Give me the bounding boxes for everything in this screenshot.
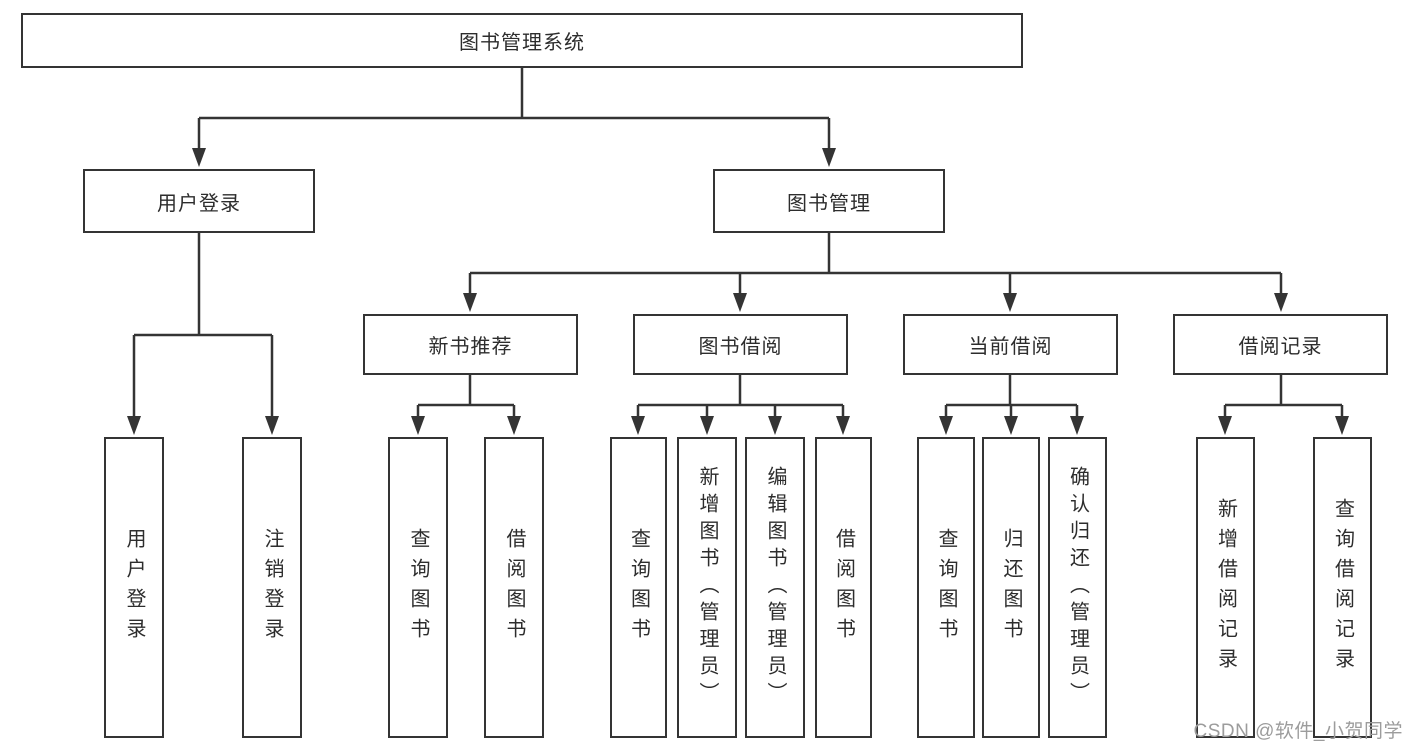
node-book-borrow: 图书借阅	[633, 314, 848, 375]
node-logout-leaf: 注销登录	[242, 437, 302, 738]
node-edit-book-admin: 编辑图书（管理员）	[745, 437, 805, 738]
node-user-login: 用户登录	[83, 169, 315, 233]
node-query-books-borrow: 查询图书	[610, 437, 667, 738]
node-current-borrow: 当前借阅	[903, 314, 1118, 375]
node-query-books-current: 查询图书	[917, 437, 975, 738]
node-root: 图书管理系统	[21, 13, 1023, 68]
node-add-borrow-record: 新增借阅记录	[1196, 437, 1255, 738]
csdn-watermark: CSDN @软件_小贺同学	[1193, 721, 1403, 742]
node-return-book: 归还图书	[982, 437, 1040, 738]
node-user-login-leaf: 用户登录	[104, 437, 164, 738]
node-borrow-books-leaf: 借阅图书	[815, 437, 872, 738]
node-query-books-recommend: 查询图书	[388, 437, 448, 738]
node-query-borrow-record: 查询借阅记录	[1313, 437, 1372, 738]
node-add-book-admin: 新增图书（管理员）	[677, 437, 737, 738]
node-confirm-return-admin: 确认归还（管理员）	[1048, 437, 1107, 738]
node-borrow-records: 借阅记录	[1173, 314, 1388, 375]
node-book-management: 图书管理	[713, 169, 945, 233]
node-borrow-books-recommend: 借阅图书	[484, 437, 544, 738]
node-new-book-recommend: 新书推荐	[363, 314, 578, 375]
